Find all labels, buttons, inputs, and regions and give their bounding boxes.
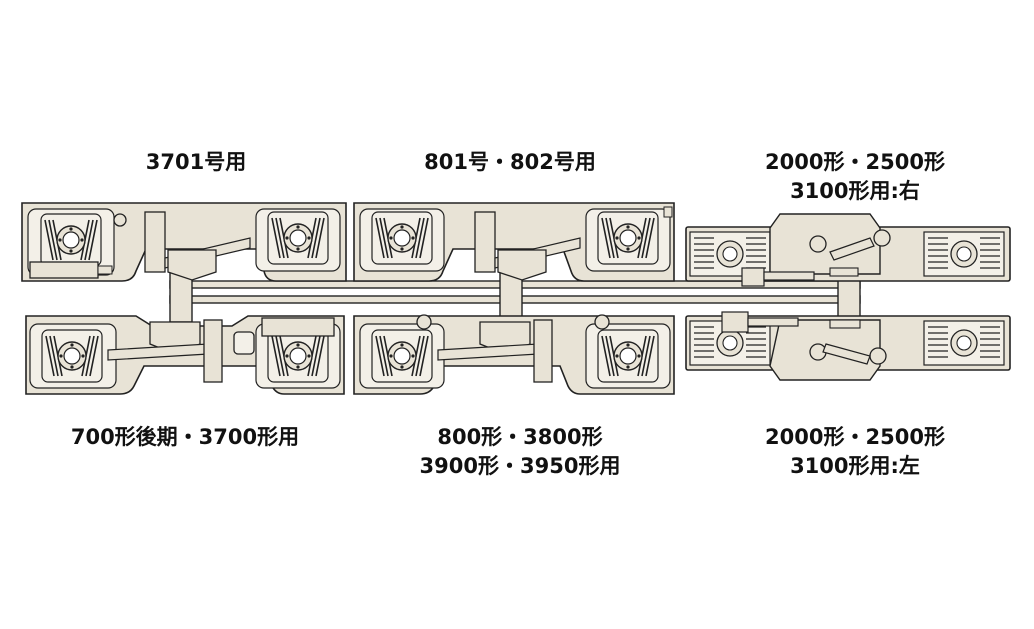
bogie-2000-left xyxy=(685,311,1011,381)
bogie-800-3950 xyxy=(353,314,675,395)
bogie-3701 xyxy=(21,202,347,282)
label-2000-right: 2000形・2500形 3100形用:右 xyxy=(765,150,945,203)
bogie-801-802 xyxy=(353,202,675,282)
label-700-3700: 700形後期・3700形用 xyxy=(70,425,300,449)
label-801-802: 801号・802号用 xyxy=(424,150,596,174)
label-800-3950: 800形・3800形 3900形・3950形用 xyxy=(419,425,621,478)
bogie-2000-right xyxy=(685,213,1011,287)
label-3701: 3701号用 xyxy=(145,150,247,174)
label-2000-left: 2000形・2500形 3100形用:左 xyxy=(765,425,945,478)
bogie-700-3700 xyxy=(25,315,345,395)
